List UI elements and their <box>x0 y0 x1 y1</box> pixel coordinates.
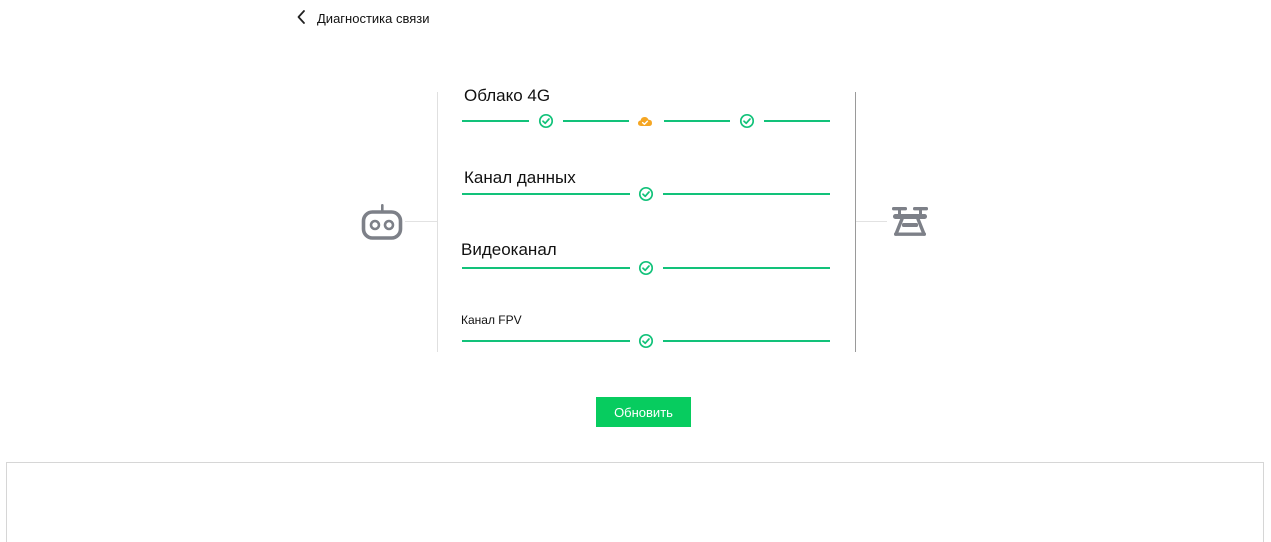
check-circle-icon <box>739 113 755 129</box>
bottom-panel <box>6 462 1264 542</box>
chevron-left-icon <box>297 10 305 24</box>
back-button[interactable] <box>292 6 310 28</box>
diagnostic-right-divider <box>855 92 856 352</box>
remote-controller-icon <box>361 204 403 240</box>
channel-label-fpv-link: Канал FPV <box>461 313 522 327</box>
check-circle-icon <box>638 333 654 349</box>
cloud-warning-icon <box>638 117 652 126</box>
page-title: Диагностика связи <box>317 11 430 26</box>
cloud-4g-link-segment <box>563 120 629 122</box>
left-connector <box>405 221 437 222</box>
cloud-4g-link-segment <box>764 120 830 122</box>
fpv-link-segment <box>462 340 630 342</box>
video-link-segment <box>462 267 630 269</box>
diagnostic-left-divider <box>437 92 438 352</box>
check-circle-icon <box>638 260 654 276</box>
drone-icon <box>892 207 928 236</box>
cloud-4g-link-segment <box>664 120 730 122</box>
channel-label-data-link: Канал данных <box>464 168 576 187</box>
fpv-link-segment <box>663 340 830 342</box>
data-link-segment <box>663 193 830 195</box>
right-connector <box>856 221 887 222</box>
refresh-button[interactable]: Обновить <box>596 397 691 427</box>
channel-label-cloud-4g: Облако 4G <box>464 86 551 105</box>
channel-label-video-link: Видеоканал <box>461 240 557 259</box>
video-link-segment <box>663 267 830 269</box>
data-link-segment <box>462 193 630 195</box>
header: Диагностика связи <box>292 4 430 30</box>
check-circle-icon <box>638 186 654 202</box>
check-circle-icon <box>538 113 554 129</box>
cloud-4g-link-segment <box>462 120 529 122</box>
